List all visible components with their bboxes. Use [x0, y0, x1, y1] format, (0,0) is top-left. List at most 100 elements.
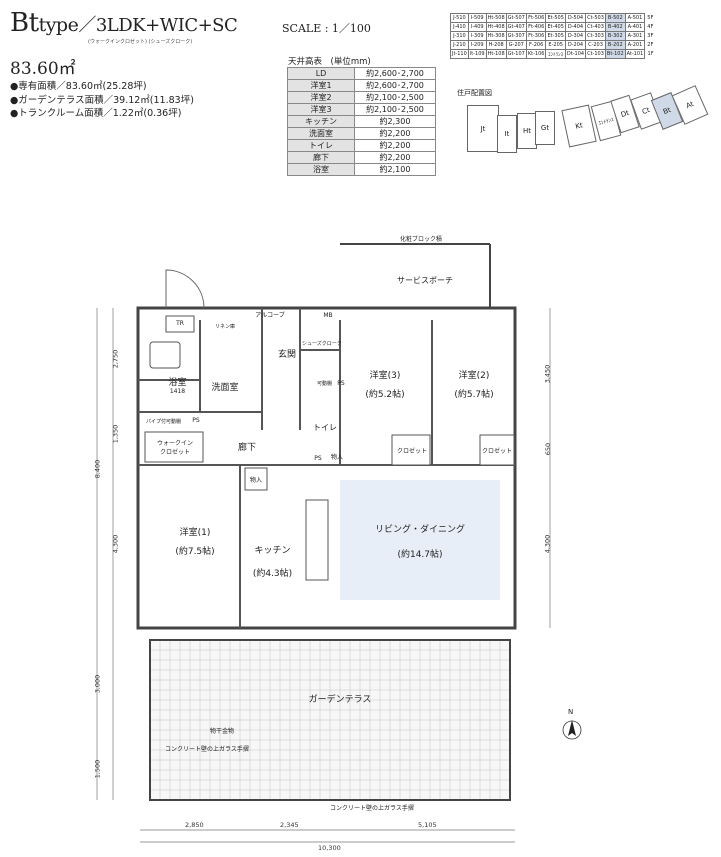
shoe-closet-label: シューズクローク: [302, 341, 342, 347]
unit-cell: F-206: [525, 40, 547, 50]
ceiling-height: 約2,100･2,500: [354, 91, 436, 104]
site-map-label: 住戸配置図: [457, 89, 492, 97]
ps-label-3: PS: [314, 455, 322, 462]
note-glass-rail-bottom: コンクリート壁の上ガラス手摺: [330, 805, 414, 812]
unit-cell: Gt-107: [505, 49, 527, 59]
unit-cell: G-207: [505, 40, 527, 50]
ps-label: PS: [192, 417, 200, 424]
ceiling-height: 約2,600･2,700: [354, 67, 436, 80]
ceiling-room: 廊下: [287, 151, 355, 164]
unit-cell: Ht-508: [485, 13, 507, 23]
dim-total: 10,300: [318, 844, 341, 852]
dim-left-total: 8,400: [93, 459, 102, 479]
unit-cell: Gt-407: [505, 22, 527, 32]
ceiling-height: 約2,100･2,500: [354, 103, 436, 116]
unit-cell: Ft-506: [525, 13, 547, 23]
dim-right-c: 4,300: [543, 534, 552, 554]
ceiling-row: トイレ約2,200: [287, 139, 436, 152]
unit-cell: Ft-306: [525, 31, 547, 41]
unit-cell: J-310: [450, 31, 469, 41]
unit-cell: B-202: [604, 40, 626, 50]
unit-cell: Ct-303: [585, 31, 606, 41]
linen-label: リネン庫: [214, 324, 235, 330]
area-stats: ●専有面積／83.60㎡(25.28坪) ●ガーデンテラス面積／39.12㎡(1…: [10, 80, 194, 121]
unit-cell: Gt-307: [505, 31, 527, 41]
ceiling-height: 約2,200: [354, 151, 436, 164]
scale-label: SCALE : 1／100: [282, 22, 371, 35]
dim-bottom-3: 5,105: [418, 821, 437, 829]
unit-cell: I-409: [467, 22, 487, 32]
note-glass-rail-top: コンクリート壁の上ガラス手摺: [165, 746, 249, 753]
unit-cell: I-309: [467, 31, 487, 41]
ceiling-room: 洋室3: [287, 103, 355, 116]
unit-cell: At-101: [624, 49, 646, 59]
dim-left-d: 3,000: [93, 674, 102, 694]
unit-cell: B-402: [604, 22, 626, 32]
unit-cell: It-109: [467, 49, 487, 59]
unit-cell: Ht-308: [485, 31, 507, 41]
site-map: Jt It Ht Gt Kt ｴﾝﾄﾗﾝｽ Dt Ct Bt At: [455, 85, 709, 175]
type-word: type: [38, 14, 79, 36]
unit-cell: Ht-408: [485, 22, 507, 32]
ceiling-room: 浴室: [287, 163, 355, 176]
unit-cell: Ct-103: [585, 49, 606, 59]
unit-floor: 1F: [647, 51, 654, 57]
building-jt: Jt: [467, 105, 499, 152]
room-ld: リビング・ダイニング (約14.7帖): [374, 525, 465, 560]
plan-type-title: Bttype／3LDK+WIC+SC: [10, 8, 238, 38]
unit-floor: 5F: [647, 15, 654, 21]
dim-right-b: 650: [544, 442, 553, 456]
unit-floor: 3F: [647, 33, 654, 39]
unit-cell: ｴﾝﾄﾗﾝｽ: [545, 49, 566, 59]
unit-floor: 4F: [647, 24, 654, 30]
ceiling-row: 浴室約2,100: [287, 163, 436, 176]
unit-cell: Ft-406: [525, 22, 547, 32]
room-bath: 浴室 1418: [168, 378, 187, 395]
stat-line: ●ガーデンテラス面積／39.12㎡(11.83坪): [10, 94, 194, 106]
ceiling-room: LD: [287, 67, 355, 80]
room-hall: 廊下: [237, 443, 256, 453]
unit-cell: A-201: [624, 40, 646, 50]
building-it: It: [497, 115, 517, 153]
stat-line: ●専有面積／83.60㎡(25.28坪): [10, 81, 147, 92]
unit-cell: I-209: [467, 40, 487, 50]
room-toilet: トイレ: [313, 423, 337, 432]
type-letter: Bt: [10, 8, 39, 38]
unit-cell: Et-405: [545, 22, 566, 32]
unit-cell: B-502: [604, 13, 626, 23]
unit-cell: C-203: [585, 40, 606, 50]
unit-cell: B-302: [604, 31, 626, 41]
unit-cell: J-510: [450, 13, 469, 23]
unit-cell: I-509: [467, 13, 487, 23]
garden-terrace-label: ガーデンテラス: [308, 695, 372, 705]
storage-toilet: 物入: [330, 454, 343, 461]
unit-cell: J-210: [450, 40, 469, 50]
unit-cell: Jt-110: [450, 49, 469, 59]
dim-bottom-1: 2,850: [185, 821, 204, 829]
unit-cell: D-204: [564, 40, 587, 50]
unit-cell: E-205: [545, 40, 566, 50]
closet-western-2: クロゼット: [481, 448, 512, 455]
unit-cell: A-401: [624, 22, 646, 32]
tr-label: TR: [176, 320, 184, 327]
dim-left-a: 2,750: [111, 349, 120, 369]
note-pipe-shelf: パイプ付可動棚: [146, 419, 182, 425]
unit-cell: Et-305: [545, 31, 566, 41]
unit-cell: Gt-507: [505, 13, 527, 23]
service-porch-label: サービスポーチ: [397, 276, 453, 285]
unit-cell: A-301: [624, 31, 646, 41]
unit-cell: Bt-102: [604, 49, 626, 59]
ceiling-table-caption: 天井高表 (単位mm): [288, 57, 371, 67]
unit-cell: A-501: [624, 13, 646, 23]
floor-plan-drawing: [96, 243, 582, 843]
ceiling-room: 洋室1: [287, 79, 355, 92]
floor-area: 83.60㎡: [10, 59, 76, 79]
unit-cell: Dt-104: [564, 49, 587, 59]
dim-bottom-2: 2,345: [280, 821, 299, 829]
